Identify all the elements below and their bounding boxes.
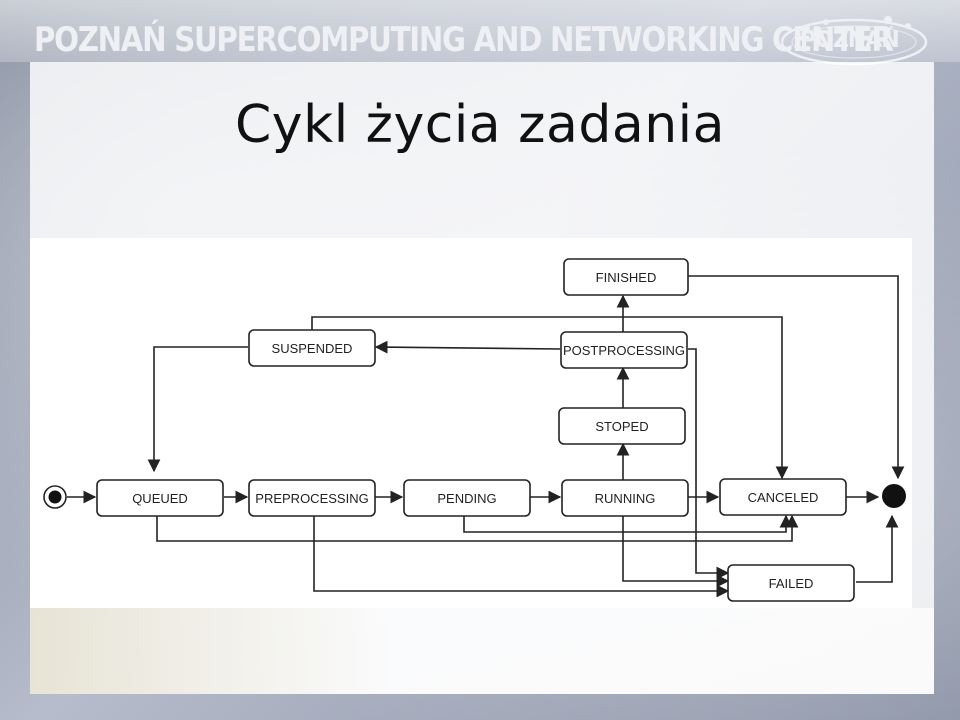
label-postprocessing: POSTPROCESSING — [563, 343, 685, 358]
label-running: RUNNING — [595, 491, 656, 506]
edge-pending-canceled — [463, 514, 793, 533]
organization-logo: POZNAŃ — [778, 12, 936, 70]
state-queued — [96, 479, 224, 517]
state-finished — [563, 258, 689, 296]
logo-swoosh-icon — [780, 16, 928, 66]
edge-preprocessing-failed — [313, 515, 730, 598]
label-pending: PENDING — [437, 491, 496, 506]
state-postprocessing — [560, 331, 688, 369]
label-canceled: CANCELED — [748, 490, 819, 505]
edge-postprocessing-suspended — [374, 340, 561, 354]
label-stoped: STOPED — [595, 419, 648, 434]
start-state — [43, 485, 67, 509]
state-suspended — [248, 329, 376, 367]
state-stoped — [558, 407, 686, 445]
state-preprocessing — [248, 479, 376, 517]
transitions — [67, 275, 905, 598]
state-failed — [727, 564, 855, 602]
header-bar — [0, 0, 960, 62]
label-failed: FAILED — [769, 576, 814, 591]
diagram-canvas: FINISHED SUSPENDED POSTPROCESSING STOPED… — [30, 238, 912, 608]
edge-running-failed — [622, 515, 730, 588]
footer-decoration — [30, 608, 934, 694]
edge-suspended-queued — [147, 346, 248, 473]
edge-queued-canceled — [156, 514, 799, 542]
state-canceled — [719, 478, 847, 516]
edge-suspended-canceled — [311, 316, 789, 480]
state-diagram: FINISHED SUSPENDED POSTPROCESSING STOPED… — [43, 258, 906, 602]
label-suspended: SUSPENDED — [272, 341, 353, 356]
edge-postprocessing-failed — [688, 348, 730, 580]
state-running — [561, 479, 689, 517]
organization-name: POZNAŃ SUPERCOMPUTING AND NETWORKING CEN… — [34, 20, 894, 60]
logo-text: POZNAŃ — [800, 28, 900, 53]
edge-failed-end — [856, 514, 899, 583]
end-state — [882, 484, 906, 508]
label-finished: FINISHED — [596, 270, 657, 285]
label-queued: QUEUED — [132, 491, 188, 506]
label-preprocessing: PREPROCESSING — [255, 491, 368, 506]
state-pending — [403, 479, 531, 517]
slide-title: Cykl życia zadania — [235, 95, 725, 155]
edge-finished-end — [688, 275, 905, 480]
